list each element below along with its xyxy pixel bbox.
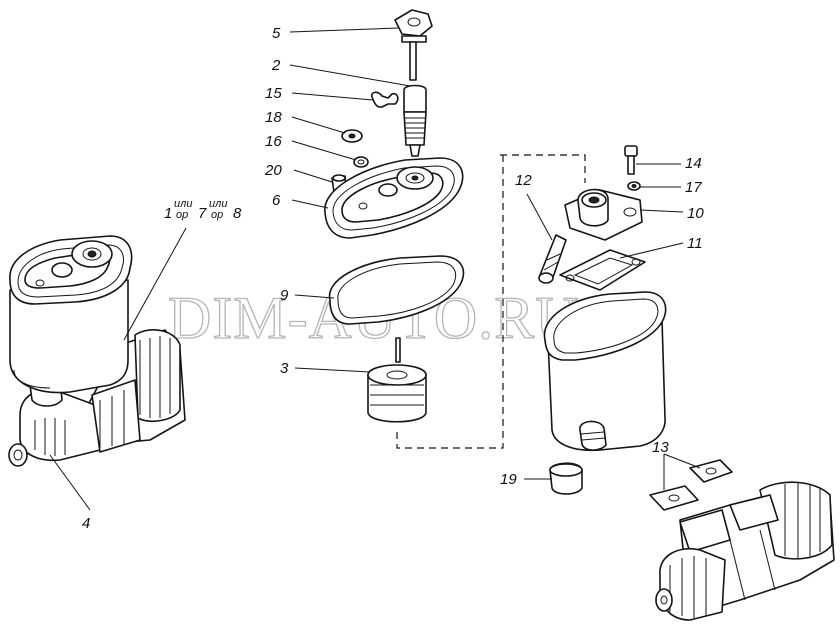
pump-assembly-left — [8, 329, 186, 467]
label-7: 7 — [198, 205, 207, 222]
label-18: 18 — [265, 109, 282, 126]
label-4: 4 — [82, 515, 90, 532]
part-13-gaskets — [649, 459, 733, 511]
label-ili-1-top: или — [174, 198, 192, 210]
label-2: 2 — [271, 57, 281, 74]
label-5: 5 — [272, 25, 281, 42]
part-labels: 5 2 15 18 16 20 6 9 3 4 1 или ор 7 или о… — [82, 25, 704, 532]
label-13: 13 — [652, 439, 669, 456]
part-14-bolt — [624, 145, 638, 175]
part-18-washer — [341, 129, 363, 143]
part-15-wing-nut — [370, 91, 399, 108]
assembled-tank-pump — [8, 235, 186, 467]
label-6: 6 — [272, 192, 281, 209]
label-12: 12 — [515, 172, 532, 189]
part-11-gasket-plate — [559, 249, 646, 291]
leader-lines — [49, 27, 701, 511]
part-17-washer — [627, 181, 641, 191]
label-ili-2-bottom: ор — [211, 209, 223, 221]
label-14: 14 — [685, 155, 702, 172]
part-6-cover — [324, 157, 464, 239]
label-9: 9 — [280, 287, 289, 304]
part-16-seal-ring — [353, 156, 369, 168]
pump-assembly-right — [655, 481, 835, 621]
label-3: 3 — [280, 360, 289, 377]
label-15: 15 — [265, 85, 282, 102]
part-5-wing-knob — [394, 9, 433, 81]
part-3-filter-element — [367, 337, 427, 423]
tank-left — [9, 235, 133, 394]
tank-right — [543, 291, 667, 452]
label-ili-2-top: или — [209, 198, 227, 210]
label-17: 17 — [685, 179, 702, 196]
label-19: 19 — [500, 471, 517, 488]
part-19-cap-nut — [549, 462, 583, 495]
part-2-filter-rod — [403, 84, 427, 157]
dashed-assembly-line — [396, 154, 586, 449]
part-12-fitting — [538, 234, 567, 284]
label-1: 1 — [164, 205, 172, 222]
part-9-gasket — [328, 255, 465, 325]
label-20: 20 — [264, 162, 282, 179]
part-10-bracket — [564, 188, 643, 241]
label-11: 11 — [687, 235, 703, 252]
label-ili-1-bottom: ор — [176, 209, 188, 221]
label-8: 8 — [233, 205, 242, 222]
label-10: 10 — [687, 205, 704, 222]
label-16: 16 — [265, 133, 282, 150]
